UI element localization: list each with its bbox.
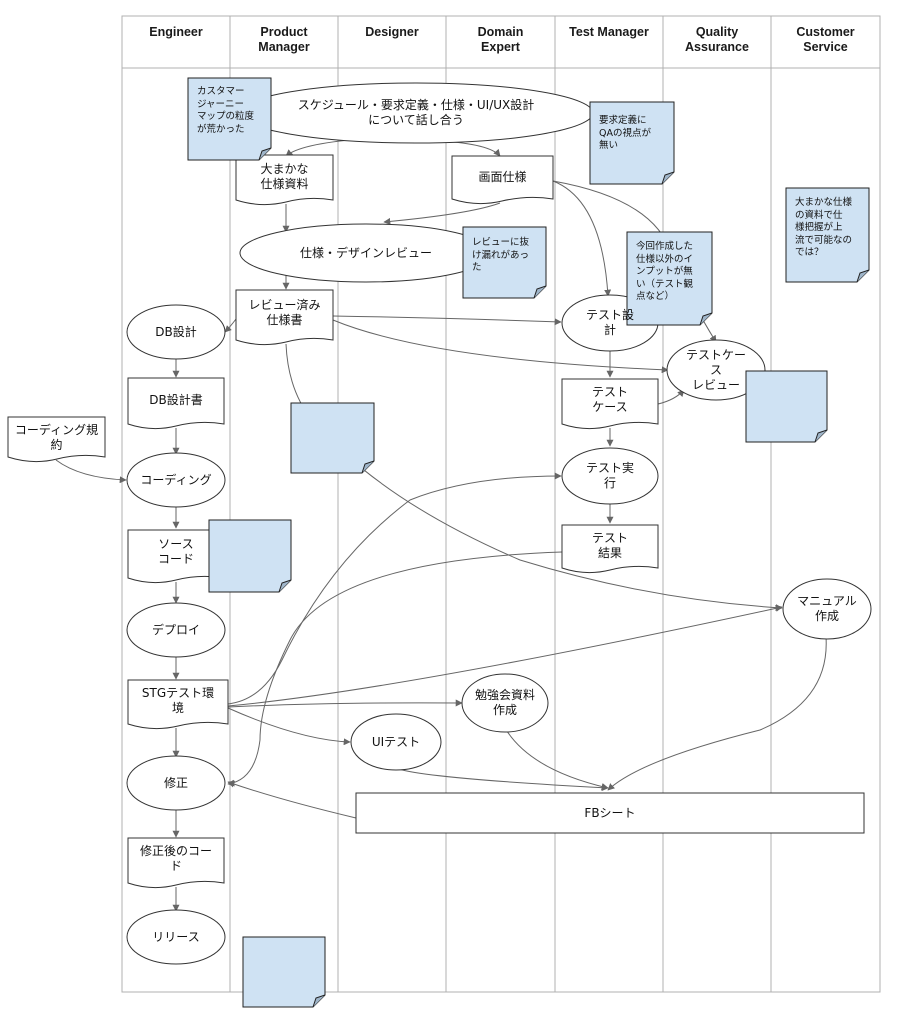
note-upstream-text: 大まかな仕様 の資料で仕 様把握が上 流で可能なの では？ [795,197,853,258]
note-journey-map-text: カスタマー ジャーニー マップの粒度 が荒かった [197,86,255,135]
rough-spec-label: 大まかな 仕様資料 [260,162,309,191]
sticky-note-blank-2 [745,370,828,443]
test-design-label: テスト設 計 [585,308,634,337]
screen-spec-doc[interactable] [451,155,554,205]
fixed-code-doc[interactable] [127,837,225,889]
deploy-label: デプロイ [151,622,200,637]
release-ellipse[interactable] [126,909,226,965]
db-design-label: DB設計 [155,324,197,339]
sticky-note-blank-1 [290,402,375,474]
test-case-review-label: テストケー ス レビュー [685,347,746,392]
fix-label: 修正 [163,775,188,790]
manual-label: マニュアル 作成 [797,594,857,623]
coding-rules-label: コーディング規 約 [14,423,99,452]
ui-test-ellipse[interactable] [350,713,442,771]
test-case-review-ellipse[interactable] [666,339,766,401]
stg-env-label: STGテスト環 境 [141,686,215,715]
ui-test-label: UIテスト [371,734,421,749]
reviewed-spec-label: レビュー済み 仕様書 [248,298,321,327]
connectors [55,138,827,912]
fb-sheet-label: FBシート [584,805,636,820]
spec-review-label: 仕様・デザインレビュー [299,245,432,260]
test-exec-label: テスト実 行 [585,461,634,490]
coding-ellipse[interactable] [126,452,226,508]
test-result-doc[interactable] [561,524,659,574]
rough-spec-doc[interactable] [235,154,334,206]
coding-label: コーディング [140,472,212,487]
note-review-gaps-text: レビューに抜 け漏れがあっ た [472,237,530,273]
lane-header-product-manager: Product Manager [258,25,310,54]
meeting-label: スケジュール・要求定義・仕様・UI/UX設計 について話し合う [297,98,535,127]
fixed-code-label: 修正後のコー ド [139,844,212,873]
test-case-doc[interactable] [561,378,659,430]
release-label: リリース [152,929,200,944]
sticky-note-upstream [785,187,870,283]
lane-header-domain-expert: Domain Expert [477,25,524,54]
sticky-note-review-gaps [462,226,547,299]
lane-header-customer-service: Customer Service [796,25,855,54]
sticky-note-qa-perspective [589,101,675,185]
db-design-doc-label: DB設計書 [149,392,203,407]
fix-ellipse[interactable] [126,755,226,811]
study-material-ellipse[interactable] [461,673,549,733]
db-design-ellipse[interactable] [126,304,226,360]
sticky-note-journey-map [187,77,272,161]
stg-env-doc[interactable] [127,679,229,730]
test-case-label: テスト ケース [591,385,628,414]
db-design-doc[interactable] [127,377,225,430]
test-result-label: テスト 結果 [591,531,628,560]
reviewed-spec-doc[interactable] [235,289,334,346]
screen-spec-label: 画面仕様 [478,169,527,184]
note-qa-perspective-text: 要求定義に QAの視点が 無い [599,115,651,151]
sticky-note-no-input [626,231,713,326]
lane-header-engineer: Engineer [149,25,203,39]
coding-rules-doc[interactable] [7,416,106,463]
sticky-note-blank-4 [242,936,326,1008]
source-code-label: ソース コード [157,537,194,566]
study-material-label: 勉強会資料 作成 [474,688,535,717]
note-no-input-text: 今回作成した 仕様以外のイ ンプットが無 い（テスト観 点など） [636,241,694,302]
fb-sheet-box[interactable] [355,792,865,834]
lane-header-designer: Designer [365,25,419,39]
manual-ellipse[interactable] [782,578,872,640]
deploy-ellipse[interactable] [126,602,226,658]
lane-header-test-manager: Test Manager [569,25,649,39]
sticky-note-blank-3 [208,519,292,593]
lane-header-quality-assurance: Quality Assurance [685,25,749,54]
test-exec-ellipse[interactable] [561,447,659,505]
